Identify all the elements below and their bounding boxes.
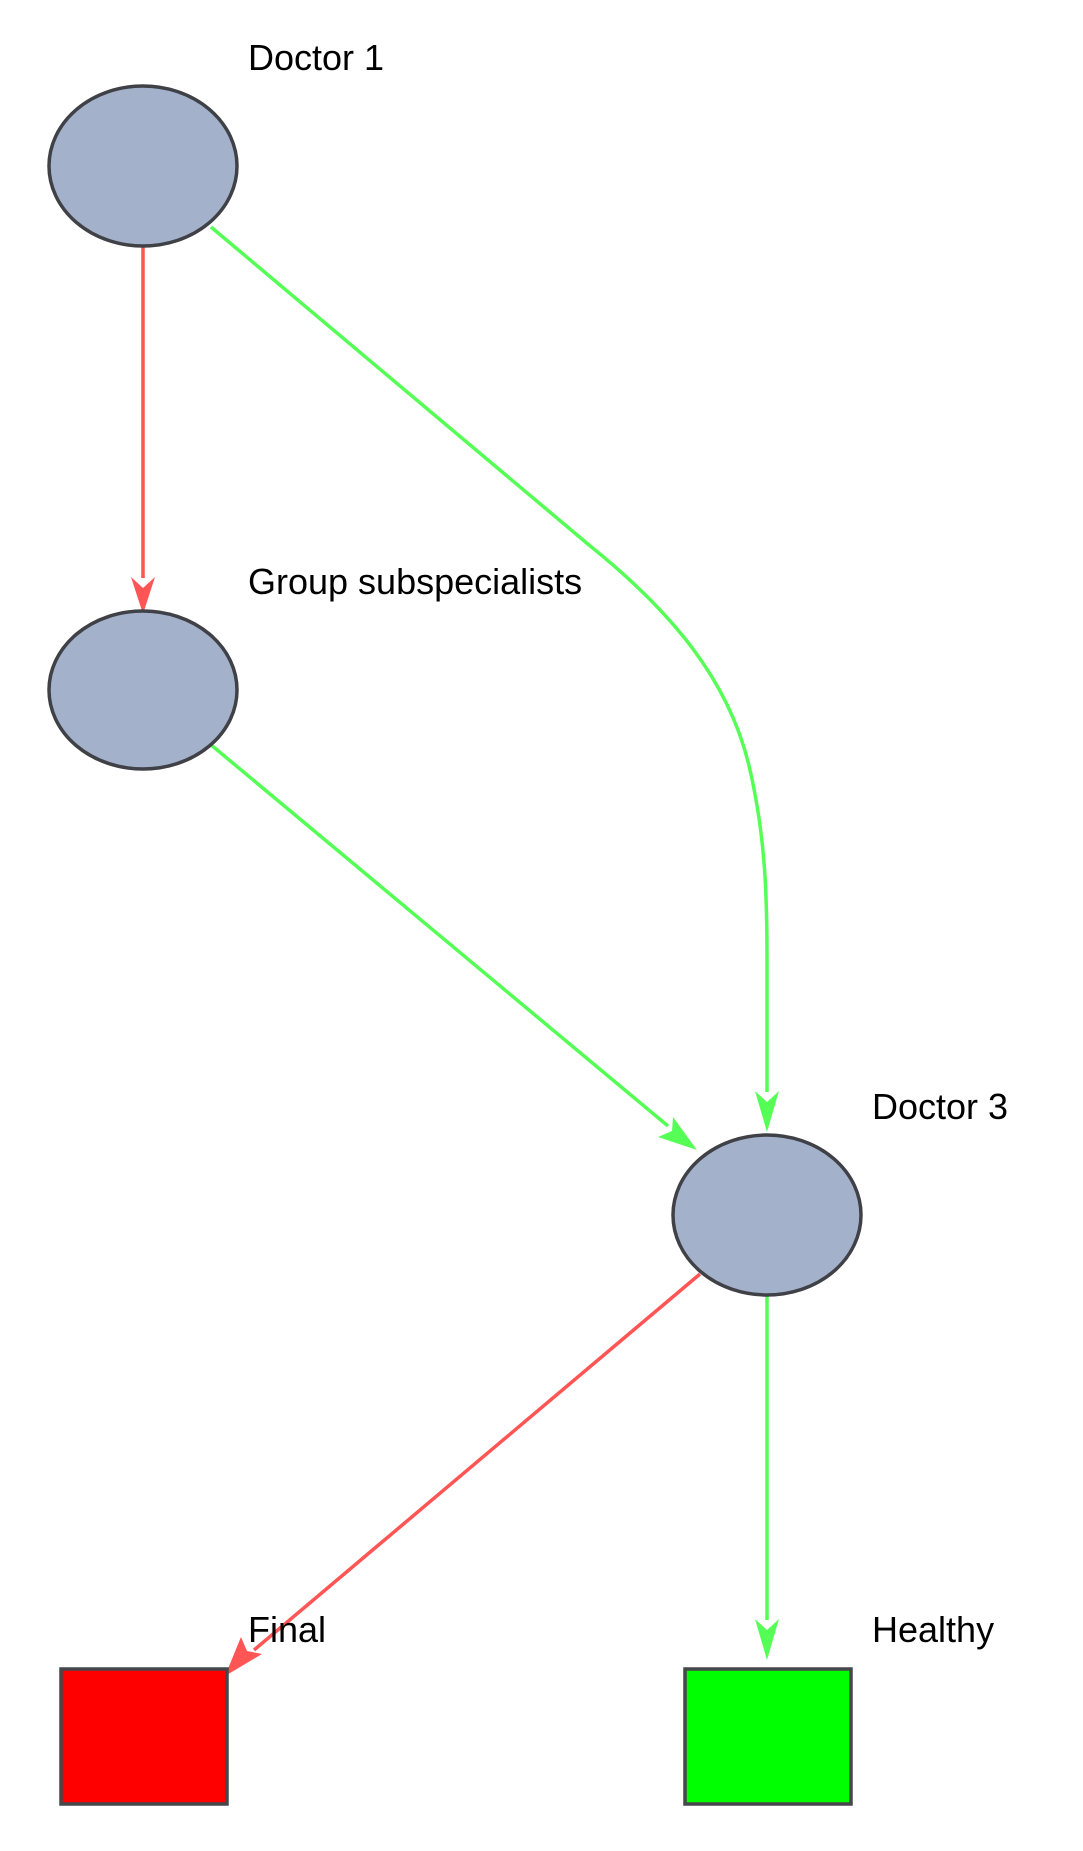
node-doctor-1-shape: [47, 84, 239, 248]
node-doctor-1-label: Doctor 1: [248, 37, 384, 78]
edges: [131, 225, 779, 1676]
edge-doctor1-doctor3: [209, 225, 779, 1132]
node-healthy-shape: [683, 1667, 853, 1806]
node-group-subspecialists-shape: [47, 609, 239, 771]
node-group-subspecialists-label: Group subspecialists: [248, 561, 582, 602]
node-healthy-label: Healthy: [872, 1609, 994, 1650]
node-doctor-1[interactable]: Doctor 1: [47, 37, 384, 248]
node-doctor-3[interactable]: Doctor 3: [671, 1086, 1008, 1297]
node-group-subspecialists[interactable]: Group subspecialists: [47, 561, 582, 771]
node-final-shape: [59, 1667, 229, 1806]
node-final[interactable]: Final: [59, 1609, 326, 1806]
edge-doctor1-group: [131, 247, 155, 614]
node-doctor-3-shape: [671, 1133, 863, 1297]
edge-group-doctor3: [208, 742, 697, 1150]
edge-doctor3-healthy: [755, 1295, 779, 1660]
node-healthy[interactable]: Healthy: [683, 1609, 994, 1806]
node-doctor-3-label: Doctor 3: [872, 1086, 1008, 1127]
edge-doctor3-final: [225, 1272, 702, 1676]
nodes: Doctor 1 Group subspecialists Doctor 3 F…: [47, 37, 1008, 1806]
node-final-label: Final: [248, 1609, 326, 1650]
